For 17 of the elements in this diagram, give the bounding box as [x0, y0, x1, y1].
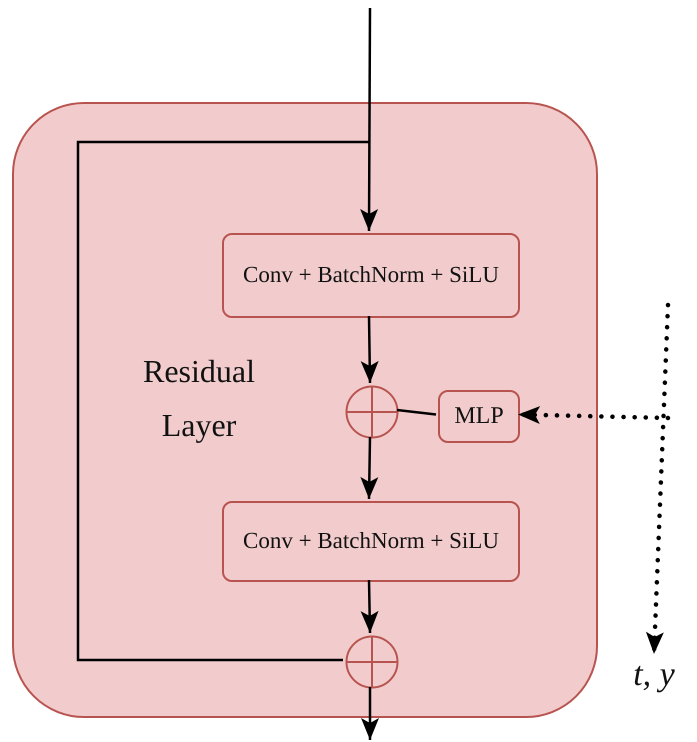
process-box: Conv + BatchNorm + SiLU: [222, 501, 520, 582]
arrow: [360, 580, 379, 634]
arrow: [360, 436, 378, 500]
block-title: Residual Layer: [142, 352, 256, 445]
sum-node: [345, 385, 399, 439]
dotted-arrow: [646, 302, 670, 656]
process-box: MLP: [438, 390, 520, 443]
arrow: [361, 687, 379, 740]
sum-node: [345, 635, 399, 689]
arrow: [360, 316, 379, 384]
arrow: [360, 8, 378, 231]
layer-block: [12, 102, 598, 718]
connector-line: [76, 140, 370, 662]
connector-line: [396, 408, 436, 416]
process-box: Conv + BatchNorm + SiLU: [222, 233, 520, 318]
input-label: t, y: [612, 654, 696, 696]
dotted-arrow: [516, 406, 670, 424]
